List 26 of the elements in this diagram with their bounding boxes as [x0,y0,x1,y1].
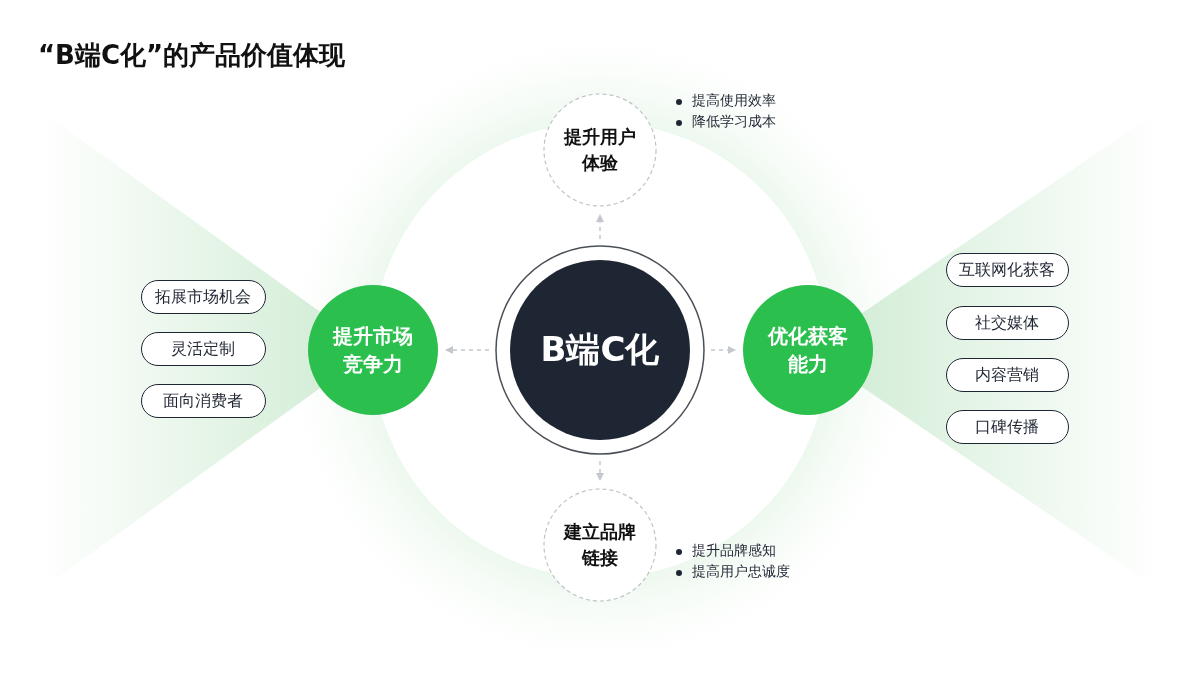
node-label: B端C化 [540,328,660,371]
topic-circle [308,285,438,415]
arrow [596,214,604,240]
node-label: 建立品牌链接 [562,520,637,570]
bullet-item: 提升品牌感知 [676,542,776,560]
node-label: 提升市场竞争力 [331,323,414,378]
keyword-tag: 灵活定制 [140,332,266,366]
topic-circle [743,285,873,415]
bullet-item: 提高使用效率 [676,92,776,110]
node-label: 提升用户体验 [563,125,637,175]
keyword-tag: 面向消费者 [140,384,266,418]
keyword-tag: 口碑传播 [945,410,1069,444]
keyword-tag: 社交媒体 [945,306,1069,340]
topic-circle [543,93,657,207]
keyword-tag: 内容营销 [945,358,1069,392]
bullet-item: 提高用户忠诚度 [676,563,790,581]
core-circle [495,245,705,455]
keyword-tag: 拓展市场机会 [140,280,266,314]
topic-circle [543,488,657,602]
arrow [596,460,604,481]
node-label: 优化获客能力 [767,323,849,378]
arrow [445,346,490,354]
arrow [710,346,736,354]
title: “B端C化”的产品价值体现 [38,39,346,72]
bullet-item: 降低学习成本 [676,113,776,131]
keyword-tag: 互联网化获客 [945,253,1069,287]
